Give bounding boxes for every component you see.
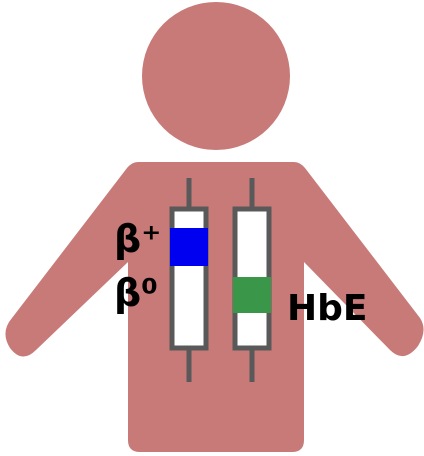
hbe-label: HbE: [287, 288, 368, 329]
hbe-band: [233, 277, 271, 313]
person-silhouette-icon: [5, 2, 423, 452]
beta-zero-label: β⁰: [114, 271, 158, 315]
beta-plus-label: β⁺: [114, 217, 161, 261]
beta-band: [170, 228, 208, 266]
head-shape: [142, 2, 290, 150]
